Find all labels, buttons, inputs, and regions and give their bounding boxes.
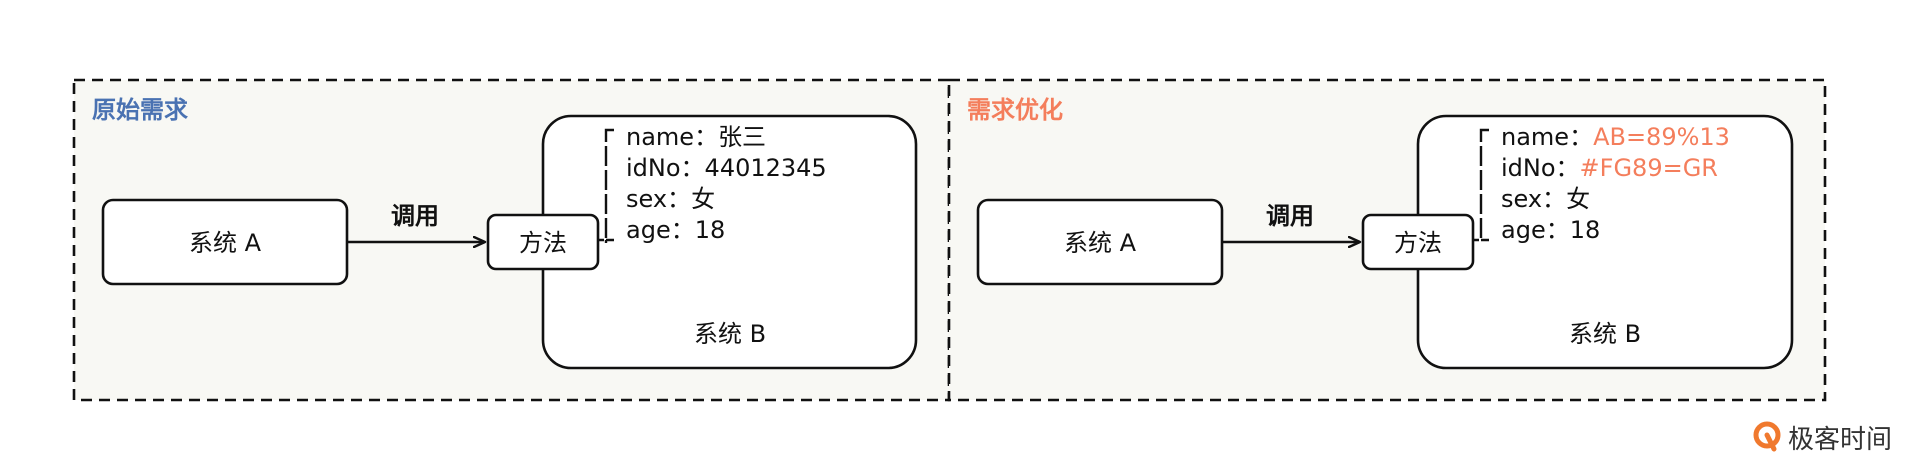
param-value: 女 [1566, 185, 1590, 213]
param-key: sex： [626, 185, 691, 213]
system-a-box: 系统 A [976, 198, 1224, 286]
params-bracket [1473, 128, 1489, 242]
param-key: age： [626, 216, 695, 244]
geektime-watermark: 极客时间 [1752, 420, 1893, 455]
param-value: 18 [1570, 216, 1601, 244]
system-b-label: 系统 B [694, 320, 766, 348]
panel-optimized-requirement: 需求优化 系统 A 调用 系统 B 方法 name：AB=89%13 idNo [947, 78, 1827, 402]
system-b-box: 系统 B [1416, 114, 1794, 370]
geektime-logo-icon [1753, 421, 1781, 452]
param-value: 18 [695, 216, 726, 244]
system-b-box: 系统 B [541, 114, 918, 370]
param-key: sex： [1501, 185, 1566, 213]
system-b-label: 系统 B [1569, 320, 1641, 348]
call-label: 调用 [1266, 202, 1314, 230]
param-key: idNo： [626, 154, 705, 182]
param-value-highlighted: #FG89=GR [1580, 154, 1718, 182]
method-label: 方法 [1394, 229, 1442, 257]
panel-title: 需求优化 [967, 96, 1063, 124]
param-name: name：AB=89%13 [1501, 123, 1730, 151]
param-sex: sex：女 [1501, 185, 1590, 213]
param-key: idNo： [1501, 154, 1580, 182]
param-age: age：18 [1501, 216, 1600, 244]
param-idno: idNo：#FG89=GR [1501, 154, 1718, 182]
param-value-highlighted: AB=89%13 [1593, 123, 1730, 151]
param-age: age：18 [626, 216, 725, 244]
panel-title: 原始需求 [92, 96, 188, 124]
panel-original-requirement: 原始需求 系统 A 调用 系统 B 方法 name：张三 idNo：44012 [72, 78, 951, 402]
param-key: name： [1501, 123, 1593, 151]
param-name: name：张三 [626, 123, 766, 151]
param-key: age： [1501, 216, 1570, 244]
method-box: 方法 [1361, 213, 1475, 271]
param-value: 张三 [718, 123, 766, 151]
param-value: 44012345 [705, 154, 827, 182]
param-idno: idNo：44012345 [626, 154, 827, 182]
param-key: name： [626, 123, 718, 151]
geektime-logo-text: 极客时间 [1788, 424, 1893, 455]
params-list: name：AB=89%13 idNo：#FG89=GR sex：女 age：18 [1501, 123, 1730, 244]
system-a-box: 系统 A [101, 198, 349, 286]
params-list: name：张三 idNo：44012345 sex：女 age：18 [626, 123, 827, 244]
system-a-label: 系统 A [189, 229, 262, 257]
call-label: 调用 [391, 202, 439, 230]
params-bracket [598, 128, 614, 243]
method-box: 方法 [486, 213, 600, 271]
method-label: 方法 [519, 229, 567, 257]
param-value: 女 [691, 185, 715, 213]
system-a-label: 系统 A [1064, 229, 1137, 257]
param-sex: sex：女 [626, 185, 715, 213]
